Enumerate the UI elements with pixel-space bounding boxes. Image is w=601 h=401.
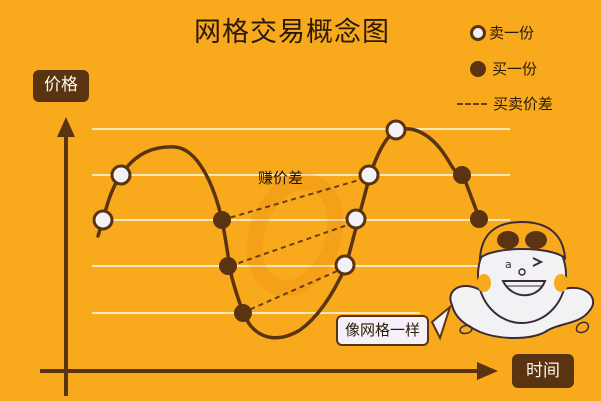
sell-point — [345, 208, 367, 230]
legend-sell-label: 卖一份 — [489, 24, 535, 42]
x-axis-label: 时间 — [512, 354, 574, 388]
buy-points — [213, 166, 488, 322]
spread-lines — [221, 177, 367, 314]
y-axis-arrow-icon — [57, 117, 75, 137]
legend-buy: 买一份 — [470, 58, 537, 79]
axes — [40, 117, 498, 396]
buy-point — [213, 211, 231, 229]
y-axis-label: 价格 — [33, 70, 89, 102]
svg-text:a: a — [505, 258, 512, 271]
buy-point — [470, 210, 488, 228]
buy-point — [219, 257, 237, 275]
spread-line-2 — [229, 221, 357, 267]
spread-line-3 — [241, 267, 345, 314]
white-circle-icon — [470, 24, 486, 41]
earn-spread-label: 赚价差 — [258, 169, 304, 187]
sell-point — [358, 164, 380, 186]
page-title: 网格交易概念图 — [194, 17, 390, 48]
sell-point — [92, 209, 114, 231]
watermark-logo — [246, 173, 344, 297]
buy-point — [234, 304, 252, 322]
dashed-line-icon — [457, 102, 487, 105]
bubble-tail — [430, 304, 453, 341]
speech-bubble: 像网格一样 — [336, 315, 430, 346]
sell-point — [385, 119, 407, 141]
brown-circle-icon — [470, 60, 486, 77]
legend-spread: 买卖价差 — [457, 93, 553, 114]
legend-spread-label: 买卖价差 — [493, 95, 554, 113]
sell-point — [110, 164, 132, 186]
legend-buy-label: 买一份 — [492, 60, 538, 78]
price-curve — [96, 127, 482, 340]
sell-points — [92, 119, 407, 276]
legend-sell: 卖一份 — [470, 22, 534, 43]
mascot-character-icon: a — [449, 220, 595, 339]
spread-line-1 — [221, 177, 367, 221]
x-axis-arrow-icon — [477, 362, 498, 380]
grid-lines — [92, 128, 510, 314]
buy-point — [453, 166, 471, 184]
sell-point — [334, 254, 356, 276]
